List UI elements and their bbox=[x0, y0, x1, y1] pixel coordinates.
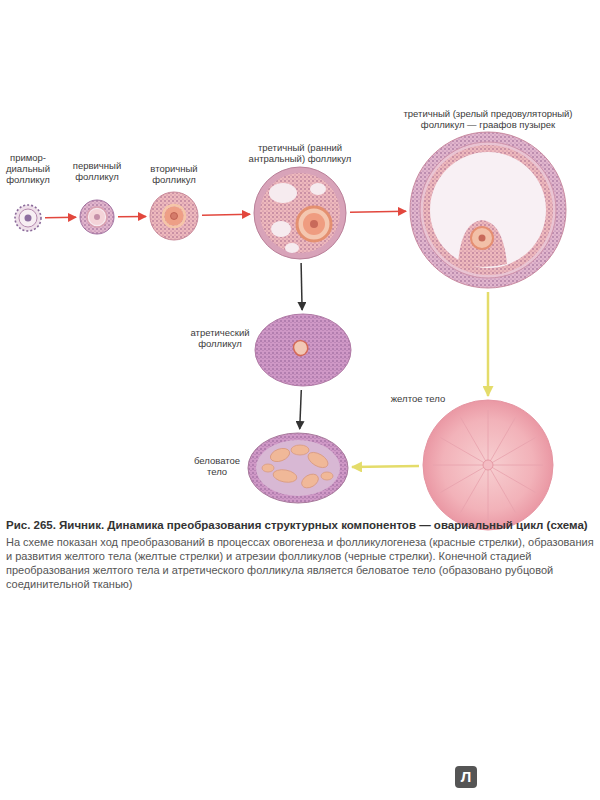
caption-note: На схеме показан ход преобразований в пр… bbox=[6, 535, 594, 591]
figure-caption-block: Рис. 265. Яичник. Динамика преобразовани… bbox=[6, 518, 594, 591]
corpus-luteum bbox=[423, 400, 553, 530]
transition-arrow bbox=[350, 211, 406, 213]
follicle-node: вторичный фолликул bbox=[150, 192, 198, 240]
stage-label: желтое тело bbox=[384, 393, 452, 404]
graafian-follicle bbox=[410, 132, 566, 288]
follicle-node: третичный (ранний антральный) фолликул bbox=[254, 167, 346, 259]
follicle-node: атретический фолликул bbox=[255, 314, 351, 386]
transition-arrow bbox=[487, 292, 490, 396]
follicle-node: желтое тело bbox=[423, 400, 553, 530]
figure-caption: Рис. 265. Яичник. Динамика преобразовани… bbox=[6, 518, 594, 532]
transition-arrow bbox=[301, 263, 302, 310]
follicle-node: первичный фолликул bbox=[80, 200, 114, 234]
stage-label: атретический фолликул bbox=[190, 327, 250, 349]
transition-arrow bbox=[300, 390, 302, 429]
stage-label: беловатое тело bbox=[188, 455, 246, 477]
early-antral-follicle bbox=[254, 167, 346, 259]
corpus-albicans bbox=[248, 433, 348, 503]
stage-label: третичный (ранний антральный) фолликул bbox=[248, 142, 352, 164]
secondary-follicle bbox=[150, 192, 198, 240]
follicle-node: беловатое тело bbox=[248, 433, 348, 503]
follicle-node: третичный (зрелый предовуляторный) фолли… bbox=[410, 132, 566, 288]
follicle-node: примор- диальный фолликул bbox=[15, 205, 41, 231]
primordial-follicle bbox=[15, 205, 41, 231]
stage-label: третичный (зрелый предовуляторный) фолли… bbox=[398, 108, 578, 130]
transition-arrow bbox=[45, 217, 76, 219]
stage-label: вторичный фолликул bbox=[146, 163, 202, 185]
atretic-follicle bbox=[255, 314, 351, 386]
stage-label: первичный фолликул bbox=[71, 160, 123, 182]
stage-label: примор- диальный фолликул bbox=[2, 152, 54, 185]
transition-arrow bbox=[118, 216, 146, 218]
transition-arrow bbox=[202, 214, 250, 215]
primary-follicle bbox=[80, 200, 114, 234]
transition-arrow bbox=[352, 466, 419, 467]
publisher-watermark: Л bbox=[455, 766, 477, 788]
